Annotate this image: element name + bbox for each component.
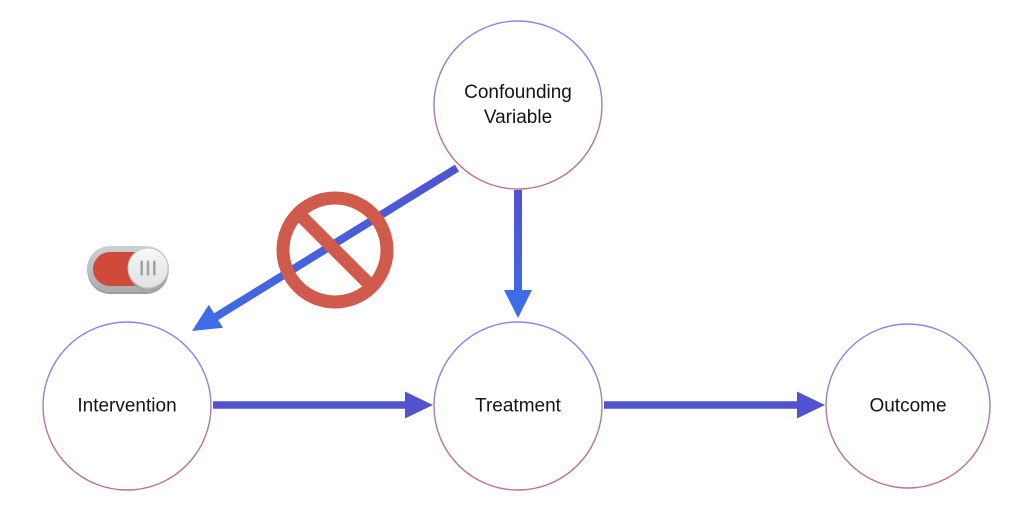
- edge-treatment-to-outcome-arrowhead: [797, 391, 825, 419]
- edge-confounding-to-intervention-arrowhead: [192, 304, 223, 331]
- node-outcome: [825, 323, 991, 489]
- edge-confounding-to-treatment-arrowhead: [504, 290, 532, 318]
- prohibition-ring: [276, 191, 394, 309]
- node-confounding-variable: [433, 20, 603, 190]
- toggle-knob-grip-3: [153, 260, 156, 276]
- node-intervention: [42, 321, 212, 491]
- toggle-knob-grip-1: [140, 260, 143, 276]
- edge-intervention-to-treatment-arrowhead: [405, 391, 433, 419]
- toggle-knob-grip-2: [146, 260, 150, 276]
- toggle-switch-icon[interactable]: [87, 246, 169, 294]
- prohibition-icon: [276, 191, 394, 309]
- node-treatment: [433, 321, 603, 491]
- prohibition-slash: [293, 208, 377, 292]
